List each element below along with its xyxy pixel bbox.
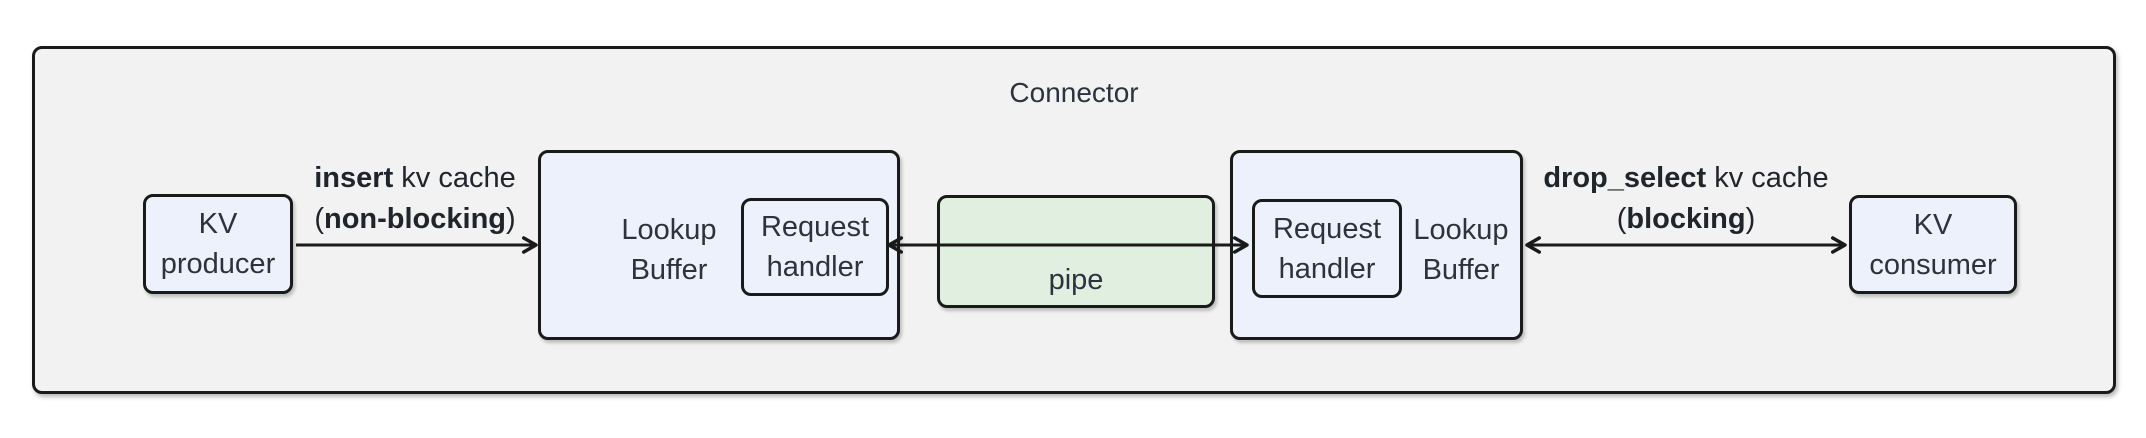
kv-consumer-label: KV consumer	[1869, 208, 1997, 281]
request-handler-left-label: Request handler	[760, 211, 869, 283]
lookup-buffer-left-node: Lookup Buffer Request handler	[538, 150, 900, 340]
lookup-buffer-left-label: Lookup Buffer	[621, 214, 717, 286]
insert-edge-label-line1: insert kv cache	[314, 162, 516, 194]
request-handler-left-node: Request handler	[741, 198, 889, 296]
pipe-label: pipe	[1048, 264, 1104, 296]
connector-title: Connector	[1009, 77, 1139, 108]
drop-select-edge-label-line1: drop_select kv cache	[1543, 162, 1829, 194]
insert-edge-label: insert kv cache (non-blocking)	[225, 158, 605, 240]
drop-select-edge-label: drop_select kv cache (blocking)	[1496, 158, 1876, 240]
kv-producer-label: KV producer	[160, 208, 276, 280]
kv-producer-node: KV producer	[143, 194, 293, 294]
lookup-buffer-right-node: Request handler Lookup Buffer	[1230, 150, 1523, 340]
lookup-buffer-right-label: Lookup Buffer	[1413, 214, 1509, 286]
pipe-node: pipe	[937, 195, 1215, 308]
request-handler-right-node: Request handler	[1252, 199, 1402, 298]
kv-consumer-node: KV consumer	[1849, 195, 2017, 294]
drop-select-edge-label-line2: (blocking)	[1616, 203, 1756, 235]
request-handler-right-label: Request handler	[1272, 212, 1381, 285]
insert-edge-label-line2: (non-blocking)	[314, 203, 516, 235]
